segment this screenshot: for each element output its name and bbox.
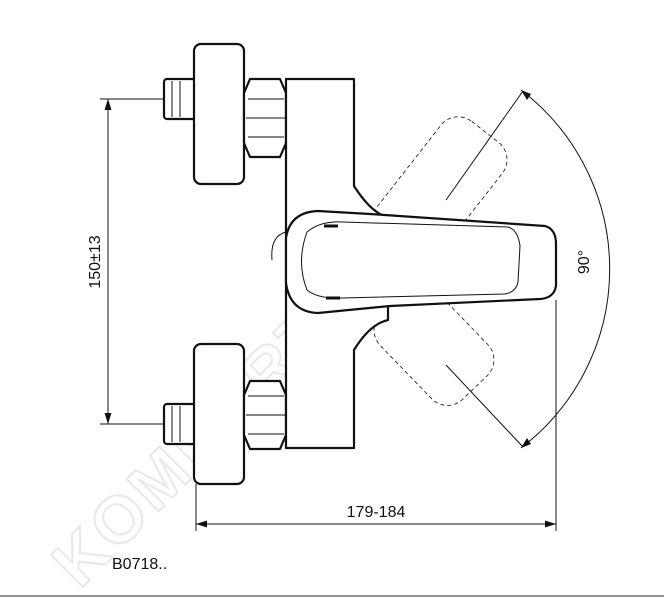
lever-outline xyxy=(284,209,558,315)
lower-connection xyxy=(162,342,288,486)
product-code: B0718.. xyxy=(112,556,168,573)
vertical-dimension-label: 150±13 xyxy=(87,235,104,288)
horizontal-dimension: 179-184 xyxy=(195,300,557,531)
lever-handle xyxy=(271,209,558,315)
upper-flange-cover xyxy=(192,42,246,186)
upper-connection xyxy=(162,42,288,186)
lever-top-contour xyxy=(301,221,521,299)
lower-flange-cover xyxy=(192,342,246,486)
horizontal-dimension-label: 179-184 xyxy=(347,504,406,521)
vertical-dimension: 150±13 xyxy=(87,98,164,425)
angle-dimension-label: 90° xyxy=(576,250,593,274)
body-curve-left xyxy=(271,231,287,261)
angle-dimension: 90° xyxy=(445,89,611,449)
